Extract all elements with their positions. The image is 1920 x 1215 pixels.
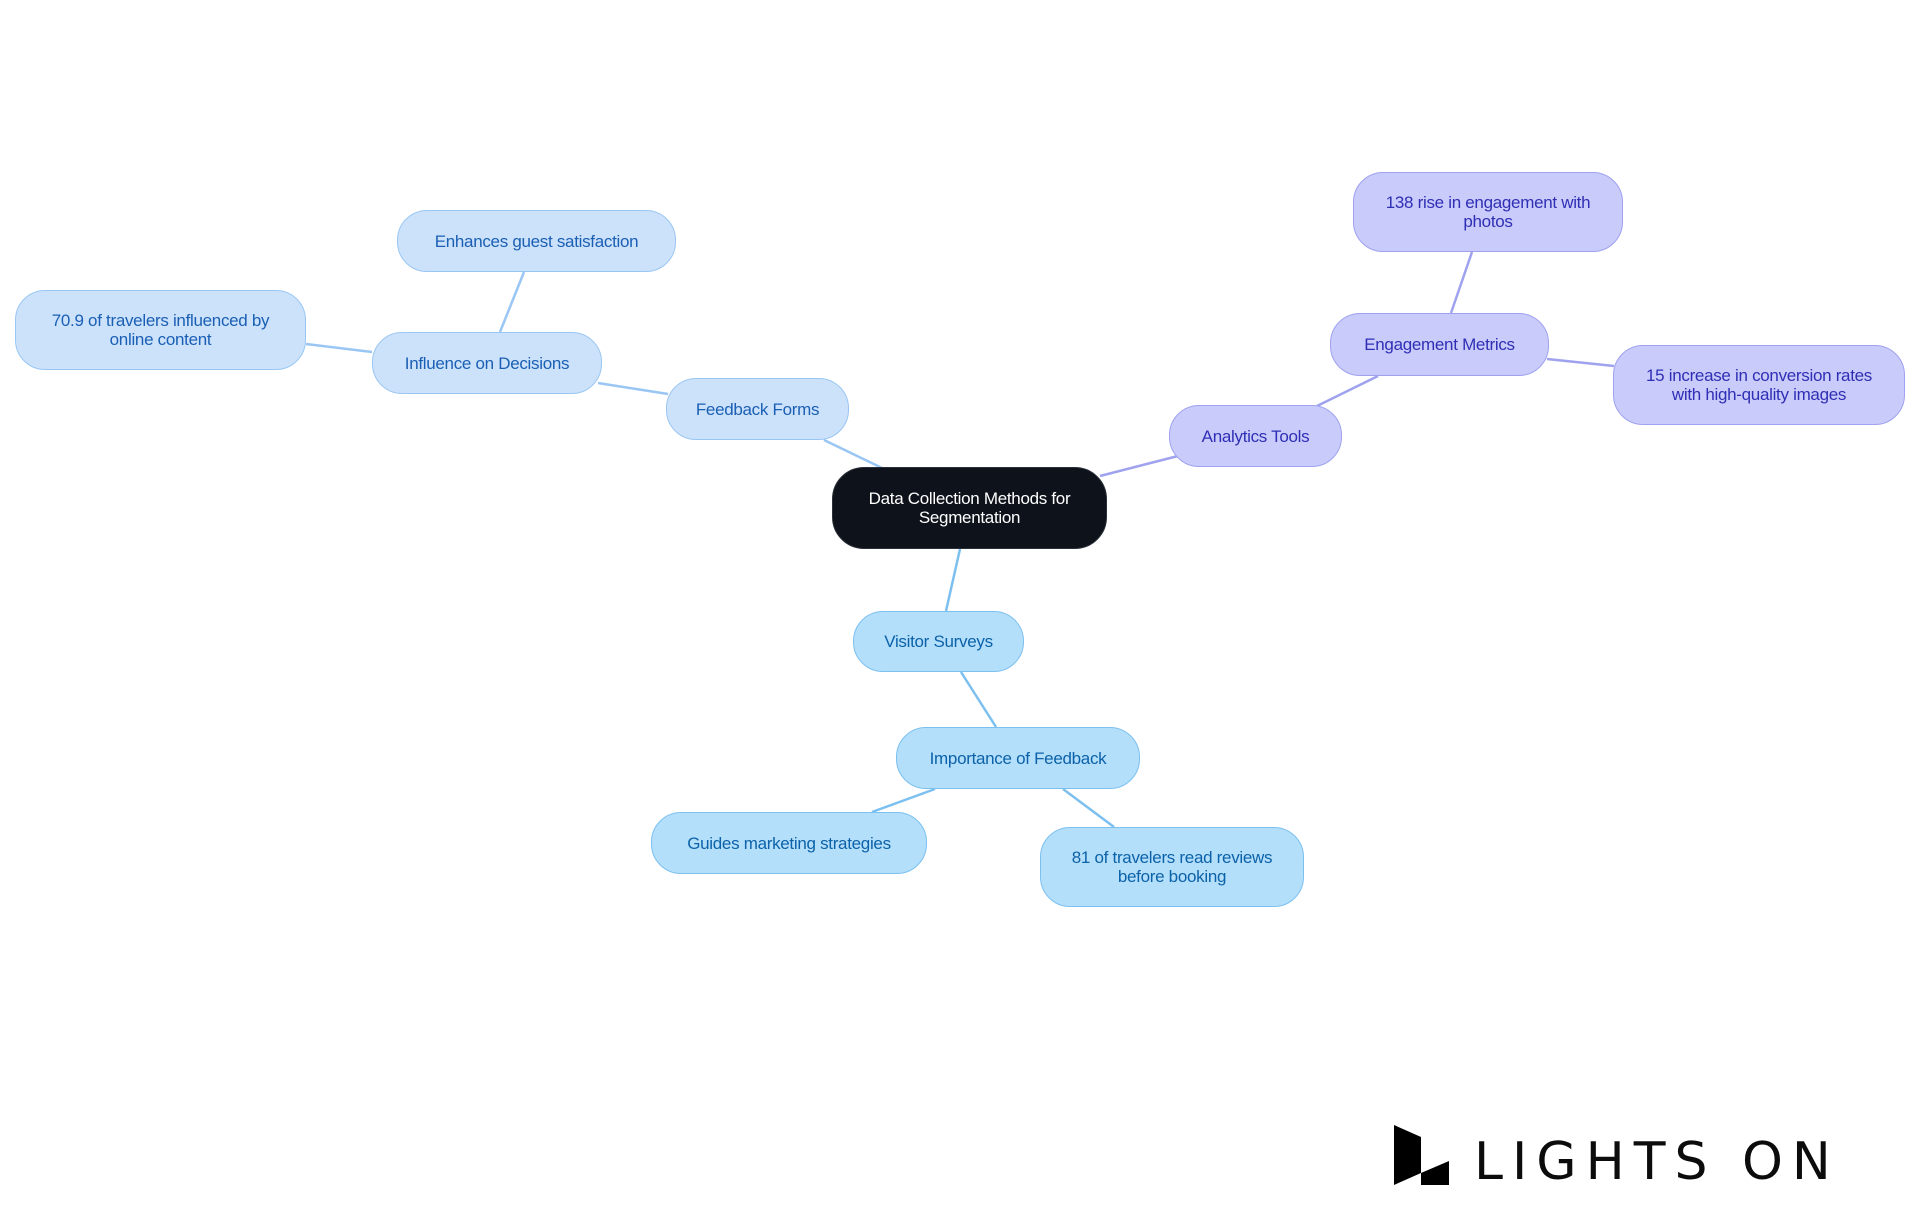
node-analytics-tools[interactable]: Analytics Tools bbox=[1169, 405, 1342, 467]
node-guides-marketing[interactable]: Guides marketing strategies bbox=[651, 812, 927, 874]
edge-engagement-conversion bbox=[1546, 357, 1615, 368]
edge-importance-reviews bbox=[1062, 787, 1115, 829]
node-engagement-photos[interactable]: 138 rise in engagement with photos bbox=[1353, 172, 1623, 252]
node-label: 15 increase in conversion rates with hig… bbox=[1646, 366, 1872, 404]
edge-analytics-engagement bbox=[1316, 374, 1379, 408]
node-travelers-read-reviews[interactable]: 81 of travelers read reviews before book… bbox=[1040, 827, 1304, 907]
brand-logo: LIGHTS ON bbox=[1394, 1124, 1840, 1188]
node-label: Enhances guest satisfaction bbox=[434, 231, 639, 251]
root-node[interactable]: Data Collection Methods for Segmentation bbox=[832, 467, 1107, 549]
node-label: Guides marketing strategies bbox=[687, 833, 891, 853]
node-influence-on-decisions[interactable]: Influence on Decisions bbox=[372, 332, 602, 394]
edge-root-analytics bbox=[1099, 454, 1179, 478]
edge-feedback-influence bbox=[597, 381, 669, 396]
edge-engagement-photos bbox=[1449, 251, 1474, 314]
node-label: Feedback Forms bbox=[695, 399, 820, 419]
edge-surveys-importance bbox=[959, 671, 998, 728]
node-conversion-rates[interactable]: 15 increase in conversion rates with hig… bbox=[1613, 345, 1905, 425]
node-label: Engagement Metrics bbox=[1364, 335, 1515, 354]
edge-importance-guides bbox=[871, 787, 936, 814]
lights-on-mark-icon bbox=[1394, 1125, 1449, 1185]
node-label: 138 rise in engagement with photos bbox=[1385, 193, 1591, 231]
node-feedback-forms[interactable]: Feedback Forms bbox=[666, 378, 849, 440]
node-label: Importance of Feedback bbox=[929, 748, 1107, 768]
root-node-label: Data Collection Methods for Segmentation bbox=[868, 489, 1071, 527]
edge-influence-travelers bbox=[305, 342, 373, 354]
node-label: 81 of travelers read reviews before book… bbox=[1071, 848, 1273, 886]
node-label: Visitor Surveys bbox=[884, 632, 993, 651]
node-travelers-influenced[interactable]: 70.9 of travelers influenced by online c… bbox=[15, 290, 306, 370]
node-visitor-surveys[interactable]: Visitor Surveys bbox=[853, 611, 1024, 672]
node-importance-of-feedback[interactable]: Importance of Feedback bbox=[896, 727, 1140, 789]
logo-text: LIGHTS ON bbox=[1474, 1132, 1840, 1192]
edge-root-surveys bbox=[944, 548, 962, 612]
edge-root-feedback bbox=[823, 438, 883, 470]
node-enhances-guest-satisfaction[interactable]: Enhances guest satisfaction bbox=[397, 210, 676, 272]
node-label: 70.9 of travelers influenced by online c… bbox=[51, 311, 270, 349]
edge-influence-enhances bbox=[498, 271, 526, 333]
node-engagement-metrics[interactable]: Engagement Metrics bbox=[1330, 313, 1549, 376]
node-label: Influence on Decisions bbox=[404, 353, 570, 373]
node-label: Analytics Tools bbox=[1201, 426, 1310, 446]
